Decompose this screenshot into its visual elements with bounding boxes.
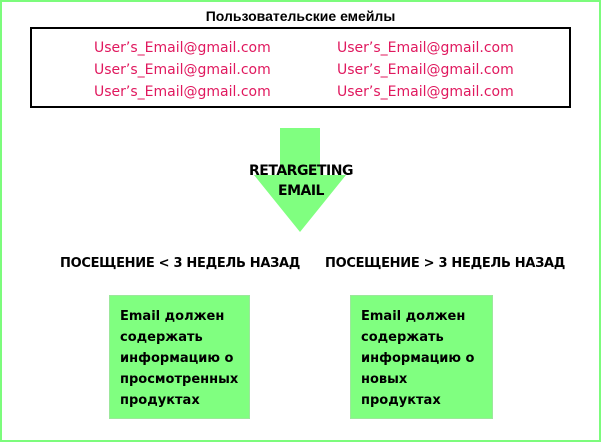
- email-column-left: User’s_Email@gmail.com User’s_Email@gmai…: [94, 37, 271, 103]
- card-old-visit: Email должен содержать информацию о новы…: [350, 295, 493, 419]
- down-arrow-icon: [254, 128, 346, 232]
- arrow-label: RETARGETING EMAIL: [226, 161, 376, 201]
- arrow-label-line-2: EMAIL: [278, 183, 324, 199]
- email-item: User’s_Email@gmail.com: [94, 40, 271, 56]
- email-item: User’s_Email@gmail.com: [94, 84, 271, 100]
- email-list-box: User’s_Email@gmail.com User’s_Email@gmai…: [30, 27, 571, 108]
- email-item: User’s_Email@gmail.com: [337, 84, 514, 100]
- branch-label-recent: ПОСЕЩЕНИЕ < 3 НЕДЕЛЬ НАЗАД: [60, 256, 301, 271]
- email-item: User’s_Email@gmail.com: [337, 40, 514, 56]
- email-item: User’s_Email@gmail.com: [94, 62, 271, 78]
- down-arrow-shape: [254, 128, 346, 232]
- email-item: User’s_Email@gmail.com: [337, 62, 514, 78]
- arrow-label-line-1: RETARGETING: [249, 163, 353, 179]
- card-recent-visit: Email должен содержать информацию о прос…: [109, 295, 250, 419]
- branch-label-old: ПОСЕЩЕНИЕ > 3 НЕДЕЛЬ НАЗАД: [325, 256, 566, 271]
- email-column-right: User’s_Email@gmail.com User’s_Email@gmai…: [337, 37, 514, 103]
- header-title: Пользовательские емейлы: [205, 8, 396, 24]
